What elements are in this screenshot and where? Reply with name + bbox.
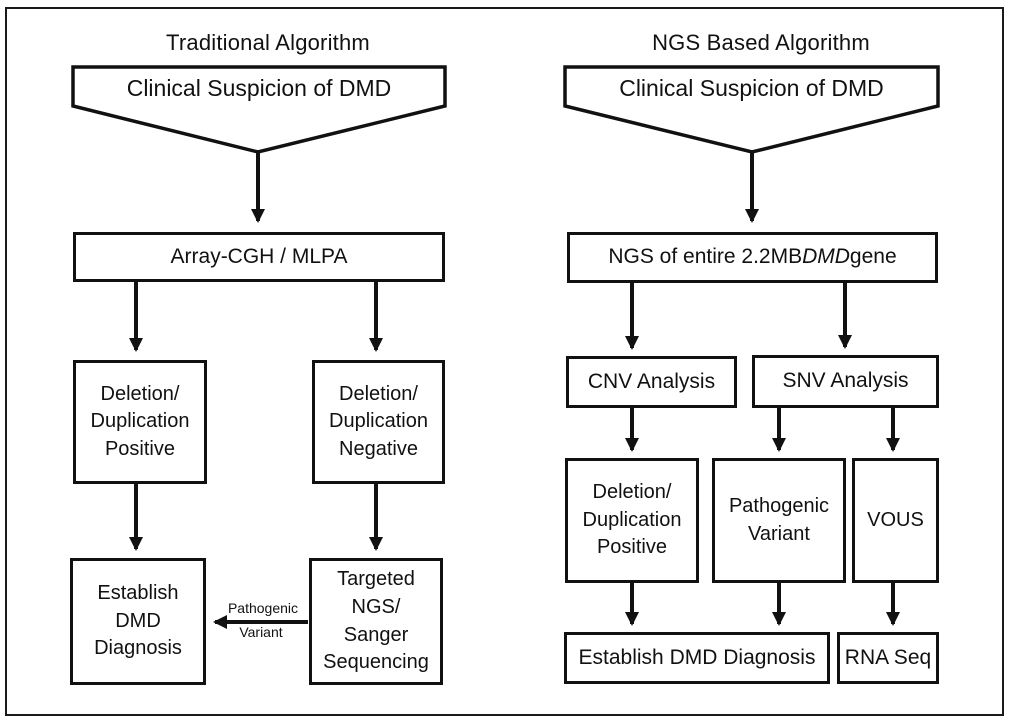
deldup-positive-box-right: Deletion/ Duplication Positive bbox=[565, 458, 699, 583]
deldup-negative-box: Deletion/ Duplication Negative bbox=[312, 360, 445, 484]
ngs-based-algorithm-title: NGS Based Algorithm bbox=[652, 30, 870, 55]
establish-dmd-diagnosis-box-left: Establish DMD Diagnosis bbox=[70, 558, 206, 685]
deldup-positive-box-left: Deletion/ Duplication Positive bbox=[73, 360, 207, 484]
start-shape-ngs bbox=[563, 65, 940, 154]
cnv-analysis-box: CNV Analysis bbox=[566, 356, 737, 408]
pathogenic-variant-box: Pathogenic Variant bbox=[712, 458, 846, 583]
targeted-ngs-sanger-box: Targeted NGS/ Sanger Sequencing bbox=[309, 558, 443, 685]
snv-analysis-box: SNV Analysis bbox=[752, 355, 939, 408]
traditional-algorithm-title: Traditional Algorithm bbox=[166, 30, 370, 55]
ngs-gene-text-prefix: NGS of entire 2.2MB bbox=[608, 245, 803, 269]
array-cgh-mlpa-box: Array-CGH / MLPA bbox=[73, 232, 445, 282]
traditional-start-label: Clinical Suspicion of DMD bbox=[126, 74, 392, 101]
vous-box: VOUS bbox=[852, 458, 939, 583]
rna-seq-box: RNA Seq bbox=[837, 632, 939, 684]
pathogenic-variant-edge-label-line1: Pathogenic bbox=[227, 600, 299, 616]
figure-border bbox=[5, 7, 1004, 716]
ngs-gene-text-suffix: gene bbox=[849, 245, 897, 269]
ngs-start-label: Clinical Suspicion of DMD bbox=[619, 74, 884, 101]
establish-dmd-diagnosis-box-right: Establish DMD Diagnosis bbox=[564, 632, 830, 684]
ngs-entire-gene-box: NGS of entire 2.2MB DMD gene bbox=[567, 232, 938, 283]
pathogenic-variant-edge-label-line2: Variant bbox=[239, 624, 283, 640]
dmd-gene-italic: DMD bbox=[802, 245, 850, 269]
start-shape-traditional bbox=[71, 65, 447, 154]
